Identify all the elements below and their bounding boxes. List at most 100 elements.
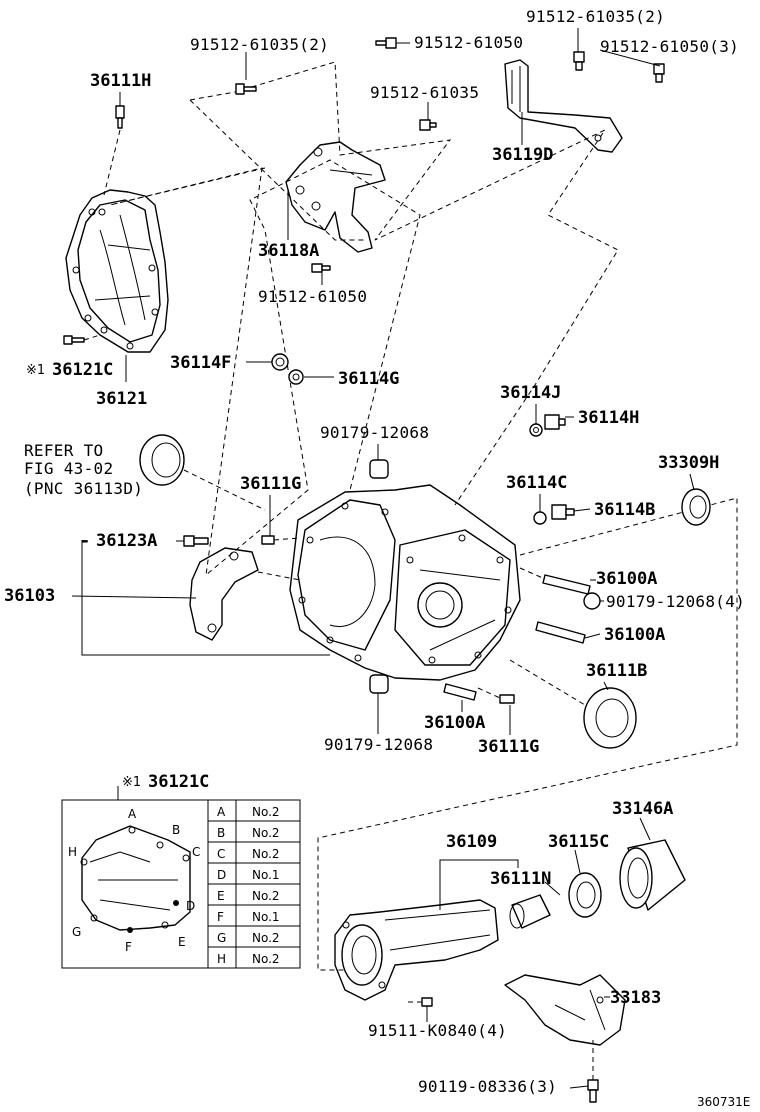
inset-letter-E: E <box>178 935 186 949</box>
bolt-90119-08336 <box>587 1040 599 1103</box>
table-pos: E <box>217 889 225 903</box>
label-36111H: 36111H <box>90 71 151 91</box>
label-91511-K0840-4: 91511-K0840(4) <box>368 1021 507 1040</box>
table-pos: C <box>217 847 225 861</box>
oil-seal-refer <box>139 434 266 511</box>
bolt-91512-61035-2-b <box>573 51 585 71</box>
label-note-mark: ※1 <box>26 363 45 378</box>
plug-36114F <box>271 353 289 371</box>
group-outline-left-bracket <box>189 99 365 241</box>
bracket-33183 <box>504 974 626 1046</box>
label-90179-12068-b: 90179-12068 <box>324 735 433 754</box>
label-91512-61035-2-b: 91512-61035(2) <box>526 7 665 26</box>
table-pos: B <box>217 826 225 840</box>
label-33183: 33183 <box>610 988 661 1008</box>
cover-36121 <box>65 189 169 353</box>
inset-letter-A: A <box>128 807 137 821</box>
table-pos: G <box>217 931 226 945</box>
washer-36114G <box>288 369 304 385</box>
table-val: No.1 <box>252 868 280 882</box>
label-91512-61035-2-a: 91512-61035(2) <box>190 35 329 54</box>
label-36103: 36103 <box>4 586 55 606</box>
bolt-91511-K0840 <box>408 997 433 1007</box>
stud-36100A-b <box>535 621 586 644</box>
inset-letter-G: G <box>72 925 81 939</box>
inset-letter-B: B <box>172 823 180 837</box>
inset-table-text: A No.2 B No.2 C No.2 D No.1 E No.2 F No.… <box>217 805 280 966</box>
bolt-91512-61035-2-a <box>235 83 257 95</box>
bolt-91512-61050-3 <box>653 63 665 83</box>
bolt-36121C <box>63 334 101 345</box>
washer-36114J <box>529 423 543 437</box>
label-36109: 36109 <box>446 832 497 852</box>
label-36121C-inset: 36121C <box>148 772 209 792</box>
part-labels: 91512-61035(2) 91512-61050 91512-61035(2… <box>4 7 750 1109</box>
label-90179-12068-a: 90179-12068 <box>320 423 429 442</box>
plug-36114B <box>551 504 575 520</box>
label-36100A-a: 36100A <box>596 569 657 589</box>
label-refer-line3: (PNC 36113D) <box>24 479 143 498</box>
table-val: No.2 <box>252 826 280 840</box>
bolt-91512-61050-b <box>311 263 331 273</box>
label-36121C: 36121C <box>52 360 113 380</box>
table-val: No.2 <box>252 889 280 903</box>
seal-36115C <box>568 872 602 918</box>
table-val: No.2 <box>252 952 280 966</box>
table-pos: H <box>217 952 226 966</box>
label-36111G-b: 36111G <box>478 737 539 757</box>
seal-36111B <box>509 659 637 749</box>
label-36123A: 36123A <box>96 531 157 551</box>
transfer-case-housing <box>289 484 521 681</box>
label-90119-08336-3: 90119-08336(3) <box>418 1077 557 1096</box>
inset-letter-D: D <box>186 899 195 913</box>
pin-90179-12068-b <box>369 674 389 694</box>
label-36100A-b: 36100A <box>604 625 665 645</box>
label-36114B: 36114B <box>594 500 655 520</box>
group-outline-upper <box>189 61 619 506</box>
label-90179-12068-4: 90179-12068(4) <box>606 592 745 611</box>
label-91512-61050-3: 91512-61050(3) <box>600 37 739 56</box>
label-refer-line1: REFER TO <box>24 441 103 460</box>
label-36111G-a: 36111G <box>240 474 301 494</box>
pin-36111G-a <box>261 535 301 545</box>
housing-cover-36123A <box>189 547 301 641</box>
table-val: No.2 <box>252 931 280 945</box>
bolt-36111H <box>103 105 125 196</box>
table-val: No.1 <box>252 910 280 924</box>
table-pos: F <box>217 910 224 924</box>
inset-letter-H: H <box>68 845 77 859</box>
label-36114G: 36114G <box>338 369 399 389</box>
inset-table <box>207 799 301 969</box>
label-note-mark-inset: ※1 <box>122 775 141 790</box>
label-33146A: 33146A <box>612 799 673 819</box>
table-pos: A <box>217 805 226 819</box>
label-36123A-dash: - <box>80 531 90 551</box>
washer-36114C <box>533 511 547 525</box>
label-91512-61050-b: 91512-61050 <box>258 287 367 306</box>
group-outline-housing <box>109 159 421 577</box>
label-36118A: 36118A <box>258 241 319 261</box>
bracket-36119D <box>504 59 623 153</box>
label-36119D: 36119D <box>492 145 553 165</box>
pin-36111G-b <box>477 687 515 704</box>
pin-90179-12068-a <box>369 459 389 479</box>
inset-letter-C: C <box>192 845 200 859</box>
dust-cover-33146A <box>619 839 686 911</box>
label-ref-code: 360731E <box>697 1095 750 1109</box>
extension-housing-36109 <box>334 899 499 1001</box>
group-outline-right <box>317 497 738 971</box>
label-33309H: 33309H <box>658 453 719 473</box>
label-36111B: 36111B <box>586 661 647 681</box>
plug-36114H <box>544 414 566 430</box>
stud-36100A-a <box>519 567 591 595</box>
label-refer-line2: FIG 43-02 <box>24 459 113 478</box>
bracket-36118A <box>285 141 386 253</box>
label-36114J: 36114J <box>500 383 561 403</box>
label-36114C: 36114C <box>506 473 567 493</box>
label-36115C: 36115C <box>548 832 609 852</box>
bolt-91512-61050-a <box>375 37 397 49</box>
inset-letters: A B C D E F G H <box>68 807 200 954</box>
seal-33309H <box>681 488 711 526</box>
label-91512-61035: 91512-61035 <box>370 83 479 102</box>
